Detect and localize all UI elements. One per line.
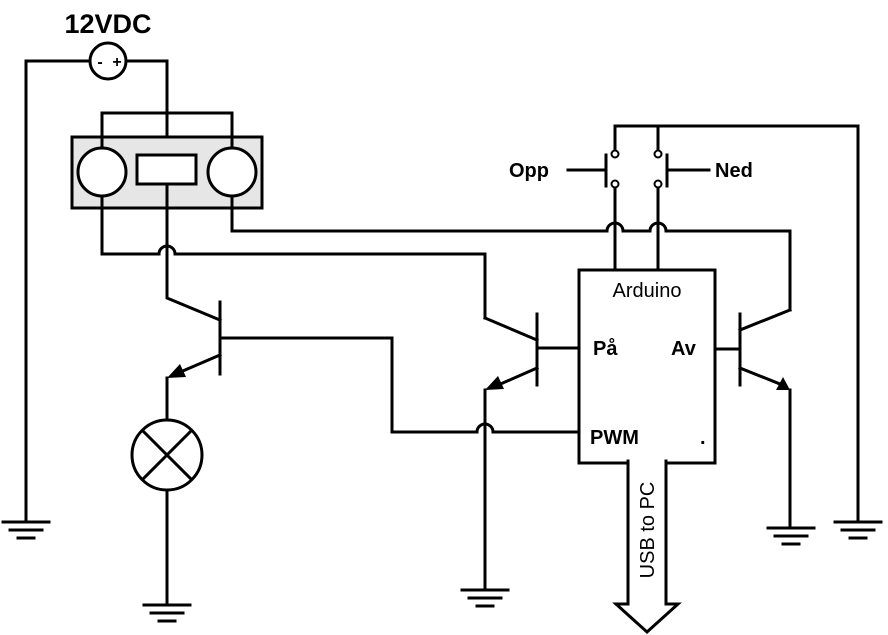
power-label: 12VDC bbox=[64, 9, 151, 39]
wire-pwm bbox=[218, 336, 581, 434]
supply-wires bbox=[24, 59, 169, 524]
pin-dot-label: . bbox=[700, 427, 706, 449]
lamp-icon bbox=[130, 418, 204, 607]
sensor-transmitter bbox=[76, 146, 128, 198]
transistor-on bbox=[483, 312, 581, 592]
usb-arrow-icon: USB to PC bbox=[612, 459, 682, 635]
transistor-off bbox=[713, 308, 792, 530]
arduino-title: Arduino bbox=[613, 280, 682, 302]
switch-label-down: Ned bbox=[715, 160, 753, 182]
push-buttons bbox=[566, 124, 860, 524]
sensor-receiver bbox=[206, 146, 258, 198]
dc-source: - + bbox=[88, 41, 128, 81]
emitter-arrow-icon bbox=[167, 364, 186, 378]
emitter-arrow-icon bbox=[485, 376, 504, 390]
switch-label-up: Opp bbox=[509, 160, 549, 182]
minus-sign: - bbox=[97, 54, 102, 71]
ground-icon bbox=[833, 520, 883, 540]
wire-sensor-right bbox=[230, 194, 792, 312]
pin-off-label: Av bbox=[671, 338, 697, 360]
ground-icon bbox=[766, 526, 816, 546]
pin-pwm-label: PWM bbox=[590, 427, 639, 449]
pin-on-label: På bbox=[593, 337, 618, 360]
usb-label: USB to PC bbox=[637, 482, 659, 579]
emitter-arrow-icon bbox=[776, 377, 790, 390]
ground-icon bbox=[460, 588, 510, 608]
plus-sign: + bbox=[112, 54, 121, 71]
sensor-element bbox=[135, 153, 198, 186]
ground-icon bbox=[1, 520, 51, 540]
wire-sensor-left bbox=[100, 194, 487, 320]
ground-icon bbox=[142, 603, 192, 623]
transistor-lamp bbox=[165, 206, 222, 422]
arduino-board: Arduino På Av PWM . bbox=[577, 268, 717, 465]
